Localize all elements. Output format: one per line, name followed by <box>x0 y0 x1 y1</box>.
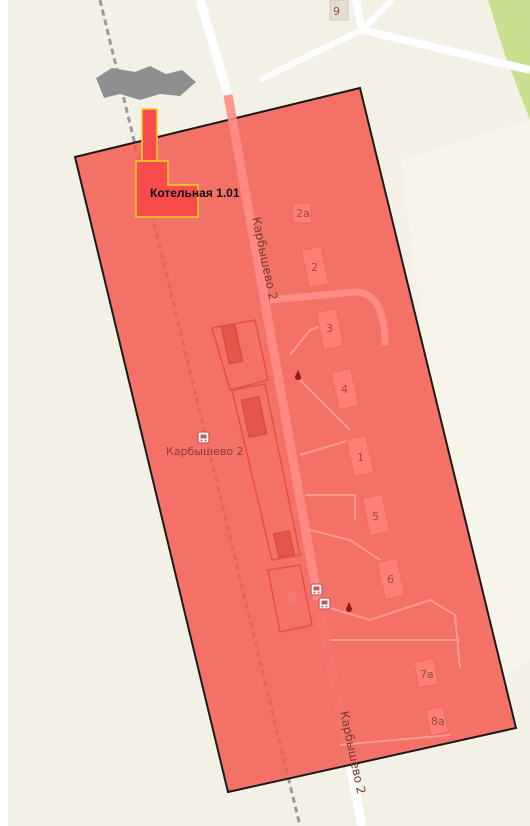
footpath-4 <box>305 494 356 520</box>
footpath-6 <box>319 598 461 669</box>
house-number-2a: 2а <box>296 207 310 220</box>
building-6 <box>376 557 406 601</box>
bus-stop-icon[interactable] <box>318 597 331 610</box>
side-road-east <box>269 288 389 346</box>
footpath-8 <box>339 734 451 746</box>
footpath-5 <box>309 529 381 561</box>
footpath-2 <box>299 379 351 431</box>
building-left-2 <box>240 395 268 439</box>
house-number-3: 3 <box>326 322 333 335</box>
main-street-road <box>223 94 323 601</box>
fire-hydrant-icon <box>295 374 301 380</box>
building-3 <box>315 307 345 351</box>
building-2a <box>292 202 312 224</box>
lot-outline-1 <box>211 319 269 391</box>
road-north-east-branch <box>258 27 364 83</box>
building-left-3 <box>273 530 295 558</box>
pale-landuse-area <box>400 120 530 700</box>
white-left-margin <box>0 0 8 826</box>
building-1 <box>345 434 375 478</box>
boiler-service-zone[interactable] <box>73 86 518 794</box>
building-7a <box>412 657 440 689</box>
house-number-5: 5 <box>372 510 379 523</box>
building-8a <box>424 705 450 737</box>
house-number-4: 4 <box>341 383 348 396</box>
building-left-4 <box>288 593 296 605</box>
building-2 <box>300 245 330 289</box>
lot-outline-3 <box>267 564 313 633</box>
road-top-north <box>195 0 233 97</box>
house-number-7a: 7а <box>420 668 434 681</box>
boiler-label: Котельная 1.01 <box>150 186 240 200</box>
grey-structure-shape <box>96 66 196 100</box>
building-5 <box>361 493 391 537</box>
bus-stop-icon[interactable] <box>310 583 323 596</box>
house-number-2: 2 <box>311 261 318 274</box>
bus-stop-icon[interactable] <box>197 431 210 444</box>
house-number-1: 1 <box>357 451 364 464</box>
house-number-9: 9 <box>333 5 340 18</box>
boiler-house-shape[interactable] <box>135 160 199 218</box>
road-north-branch <box>359 0 395 33</box>
building-4 <box>330 367 360 411</box>
green-park-area <box>488 0 530 120</box>
house-number-8a: 8а <box>431 715 445 728</box>
building-left-1 <box>220 323 244 365</box>
building-9 <box>329 0 349 21</box>
lot-outline-2 <box>231 383 301 561</box>
bus-stop-label: Карбышево 2 <box>166 445 244 458</box>
house-number-6: 6 <box>387 573 394 586</box>
boiler-chimney[interactable] <box>141 108 158 162</box>
fire-hydrant-icon <box>347 602 351 610</box>
